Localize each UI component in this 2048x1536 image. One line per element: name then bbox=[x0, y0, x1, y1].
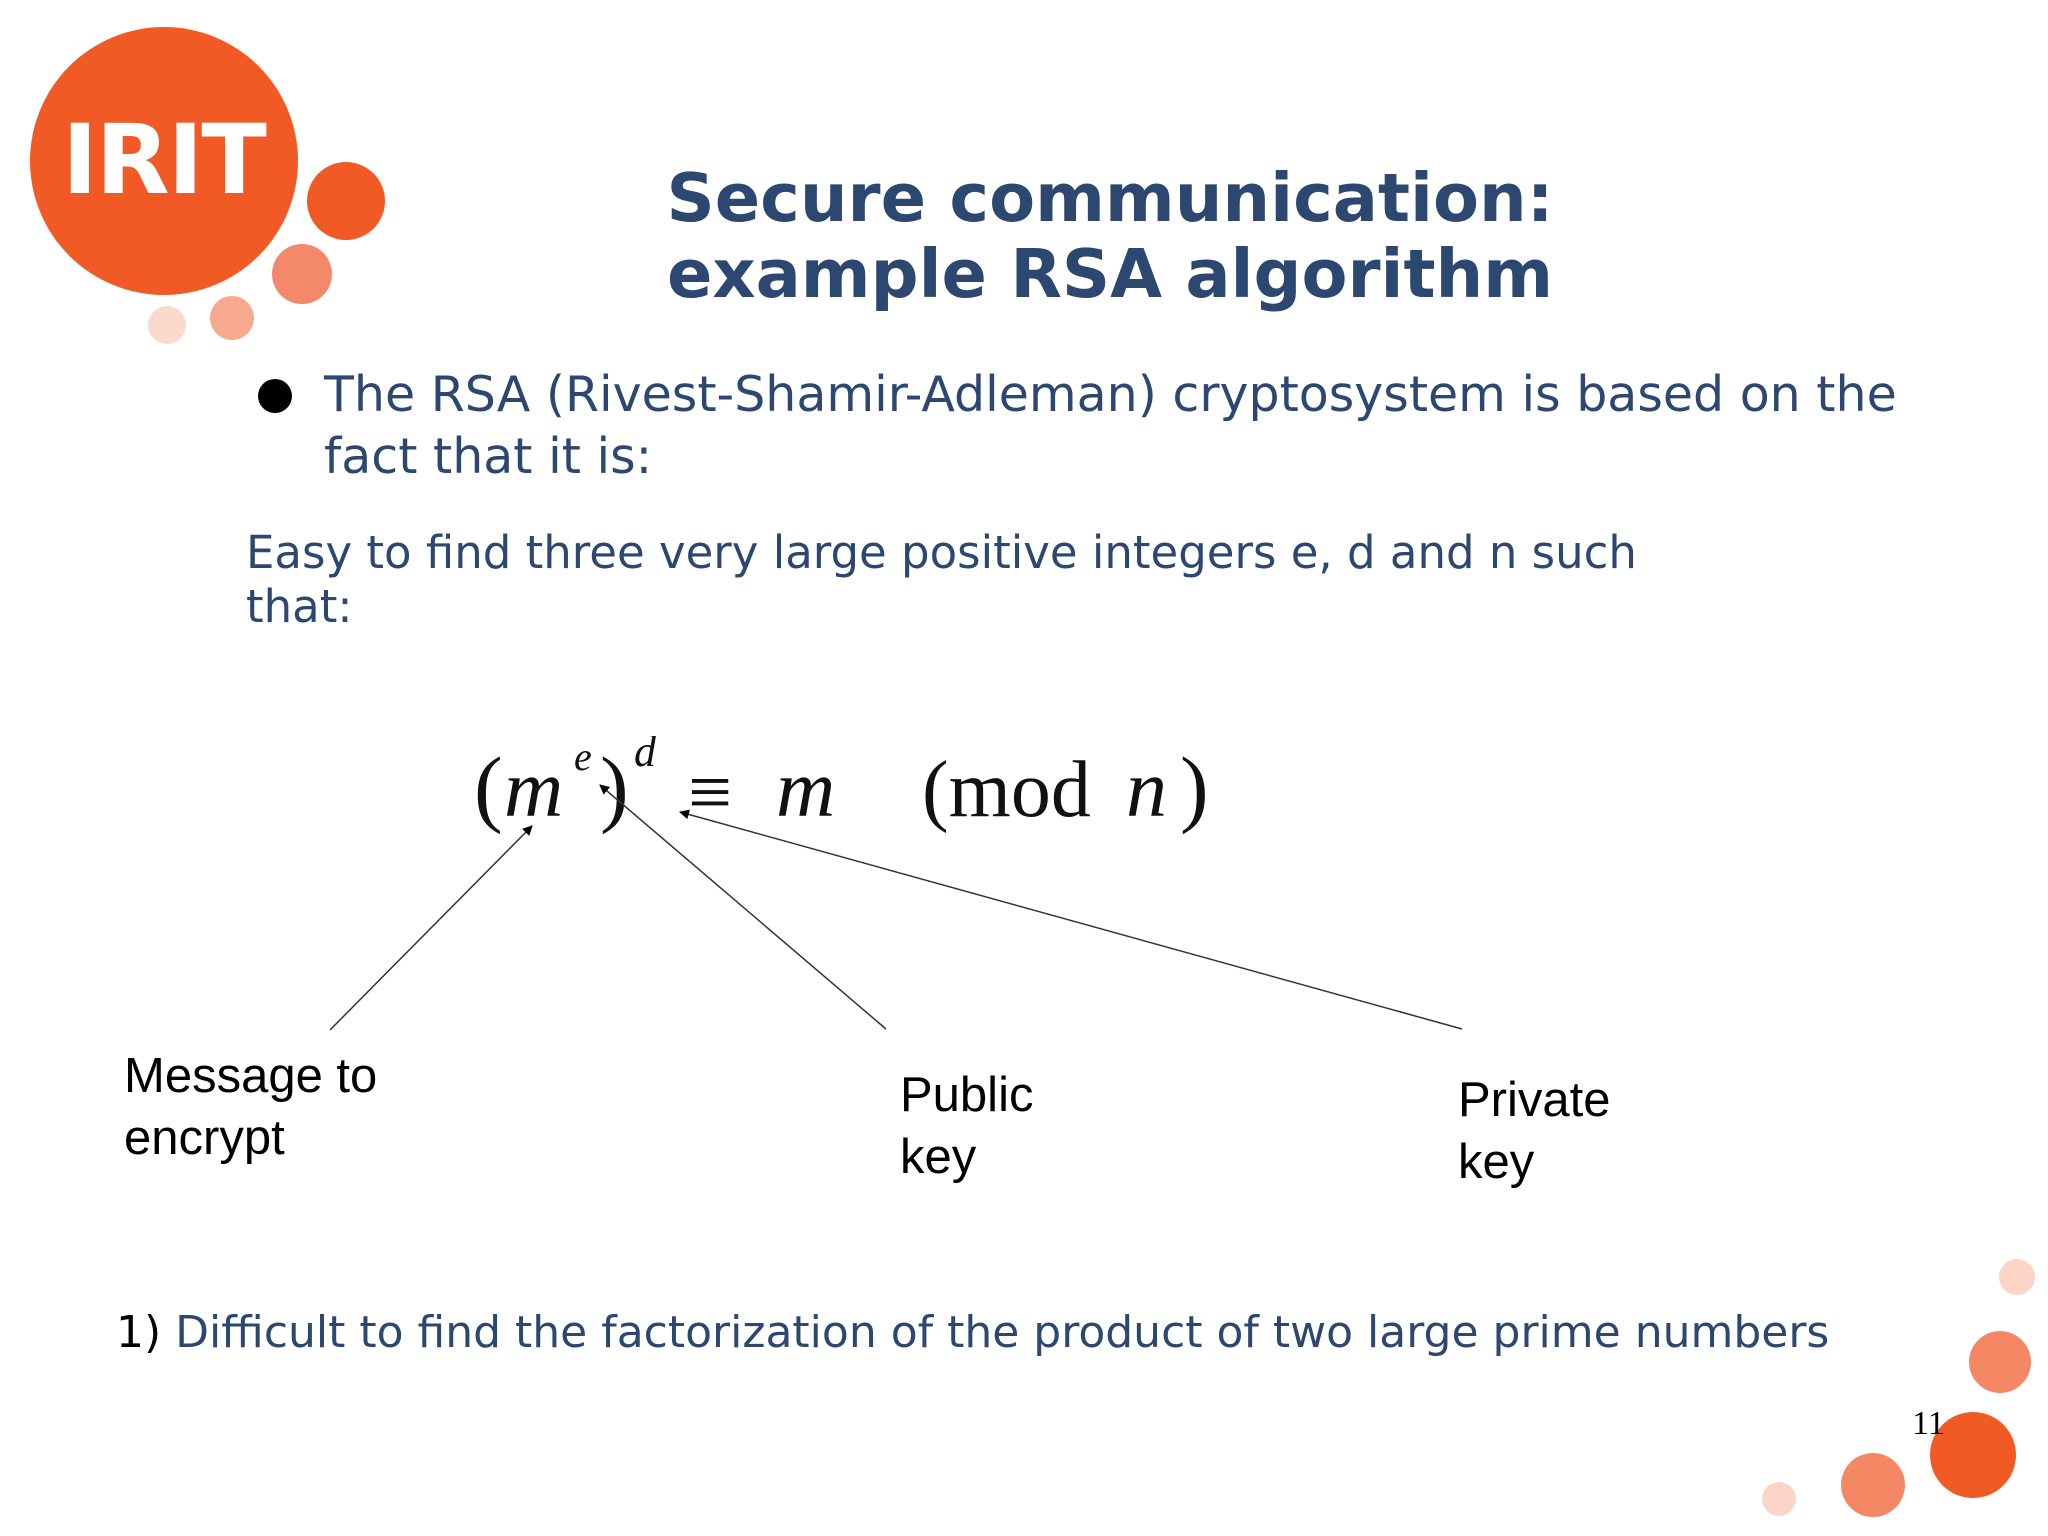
label-public-key: Public key bbox=[900, 1068, 1034, 1184]
formula-open-paren: ( bbox=[474, 739, 503, 835]
formula-mod: (mod bbox=[922, 746, 1091, 834]
intro-paragraph: Easy to find three very large positive i… bbox=[246, 526, 1637, 633]
page-number: 11 bbox=[1912, 1405, 1945, 1442]
deco-dot-1 bbox=[1999, 1259, 2035, 1295]
formula-exp-d: d bbox=[634, 736, 657, 776]
arrow-message bbox=[329, 825, 533, 1031]
deco-dot-3 bbox=[1930, 1412, 2016, 1498]
deco-dot-4 bbox=[1841, 1453, 1905, 1517]
title-line-2: example RSA algorithm bbox=[666, 235, 1554, 313]
formula-exp-e: e bbox=[574, 736, 592, 779]
formula-mod-n: n bbox=[1126, 743, 1167, 834]
logo-dot-2 bbox=[272, 244, 332, 304]
label-message-to-encrypt: Message to encrypt bbox=[124, 1049, 378, 1165]
logo-text: IRIT bbox=[62, 104, 267, 216]
logo-circle bbox=[30, 27, 298, 295]
logo-dot-4 bbox=[148, 306, 186, 344]
logo-dot-3 bbox=[210, 296, 254, 340]
bullet-icon bbox=[258, 379, 292, 413]
slide-title: Secure communication: example RSA algori… bbox=[560, 160, 1660, 312]
statement-text: Difficult to find the factorization of t… bbox=[175, 1307, 1830, 1358]
statement-number: 1) bbox=[116, 1307, 162, 1358]
formula-rhs-m: m bbox=[776, 743, 835, 834]
deco-dot-2 bbox=[1969, 1331, 2031, 1393]
difficulty-statement: 1) Difficult to find the factorization o… bbox=[116, 1303, 1916, 1363]
arrow-private bbox=[679, 809, 1463, 1030]
label-private-key: Private key bbox=[1458, 1073, 1611, 1189]
formula-base-m: m bbox=[504, 743, 563, 834]
deco-dot-5 bbox=[1762, 1482, 1796, 1516]
logo-dot-1 bbox=[307, 162, 385, 240]
title-line-1: Secure communication: bbox=[666, 159, 1554, 237]
bullet-text: The RSA (Rivest-Shamir-Adleman) cryptosy… bbox=[324, 366, 1897, 485]
arrow-public bbox=[599, 784, 887, 1030]
formula-mod-close: ) bbox=[1180, 739, 1209, 835]
